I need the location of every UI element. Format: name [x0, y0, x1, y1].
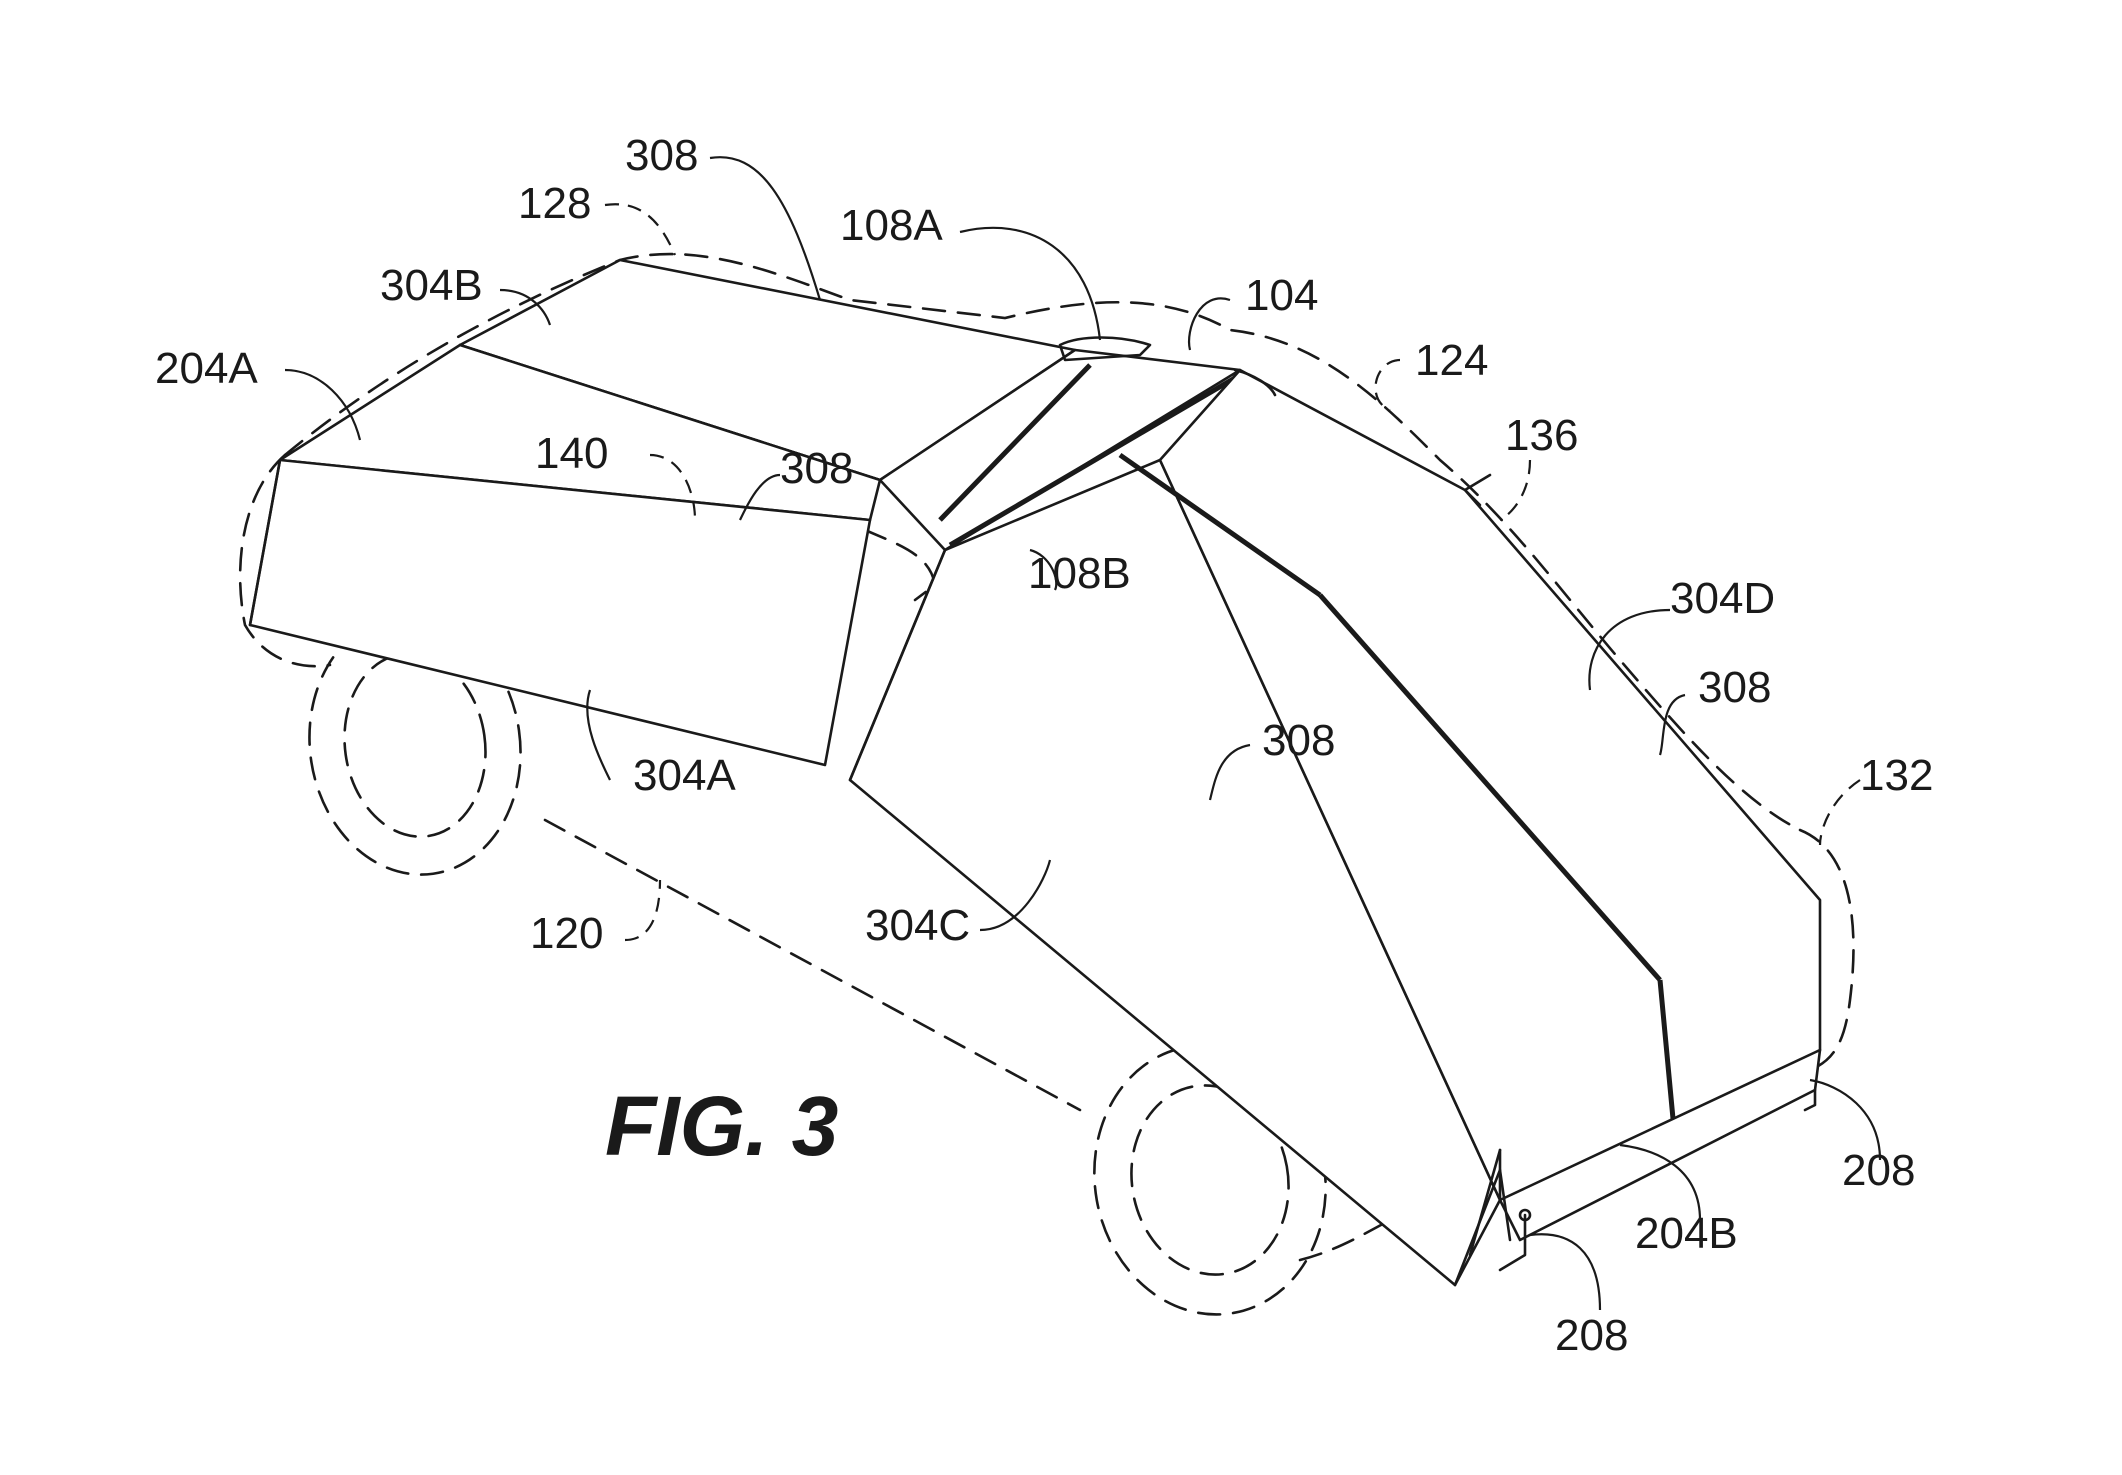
label-308-center: 308	[1262, 716, 1335, 765]
label-304D: 304D	[1670, 574, 1775, 623]
label-304C: 304C	[865, 901, 970, 950]
label-128: 128	[518, 179, 591, 228]
label-304B: 304B	[380, 261, 483, 310]
label-132: 132	[1860, 751, 1933, 800]
label-104: 104	[1245, 271, 1318, 320]
label-140: 140	[535, 429, 608, 478]
label-124: 124	[1415, 336, 1488, 385]
label-204A: 204A	[155, 344, 258, 393]
label-136: 136	[1505, 411, 1578, 460]
label-304A: 304A	[633, 751, 736, 800]
label-308-right: 308	[1698, 663, 1771, 712]
label-208-bottom: 208	[1555, 1311, 1628, 1360]
label-120: 120	[530, 909, 603, 958]
figure-caption: FIG. 3	[605, 1079, 838, 1173]
label-308-top: 308	[625, 131, 698, 180]
label-204B: 204B	[1635, 1209, 1738, 1258]
label-308-mid: 308	[780, 444, 853, 493]
label-108A: 108A	[840, 201, 943, 250]
label-108B: 108B	[1028, 549, 1131, 598]
label-208-right: 208	[1842, 1146, 1915, 1195]
cover-panels	[250, 260, 1820, 1285]
